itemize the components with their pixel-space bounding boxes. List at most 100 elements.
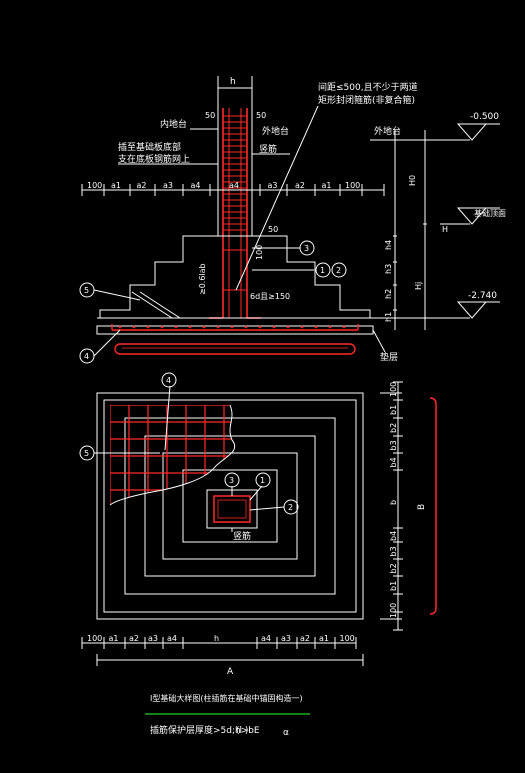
b-dim-label: b4 — [389, 457, 398, 467]
note-top-leader — [235, 105, 319, 291]
cover-right-text: 50 — [256, 111, 266, 120]
callout-number: 5 — [84, 449, 89, 458]
callout-number: 1 — [260, 476, 265, 485]
H-text: H — [442, 225, 448, 234]
plan-dim-label: a3 — [148, 634, 158, 643]
outer-ground-label: 外地台 — [262, 125, 289, 137]
dim-100-text: 100 — [255, 245, 264, 260]
mesh-bar-dot — [174, 325, 178, 329]
A-text: A — [227, 667, 234, 677]
mesh-bar-dot — [132, 325, 136, 329]
b-dim-label: b4 — [389, 531, 398, 541]
plan-dim-label: a2 — [300, 634, 310, 643]
pedestal-dim-label: a2 — [137, 181, 147, 190]
plan-dim-label: 100 — [87, 634, 102, 643]
B-text: B — [417, 504, 427, 510]
pedestal-dim-label: 100 — [345, 181, 360, 190]
note-top-line1: 间距≤500,且不少于两道 — [318, 81, 418, 93]
mesh-bar-dot — [328, 325, 332, 329]
callout-number: 4 — [166, 376, 171, 385]
b-dim-label: 100 — [389, 382, 398, 397]
b-dim-label: b — [389, 500, 398, 505]
callout-number: 5 — [84, 286, 89, 295]
callout-circle — [255, 472, 271, 488]
note-left-line2: 支在底板钢筋网上 — [118, 153, 190, 165]
cutaway-break-line — [109, 404, 236, 506]
Hj-text: Hj — [414, 282, 423, 290]
mesh-bar-dot — [188, 325, 192, 329]
plan-outer-edge — [96, 392, 364, 620]
pedestal-dim-label: a3 — [163, 181, 173, 190]
bend-length-text: 6d且≥150 — [250, 292, 290, 301]
edge-bar-label: 竖筋 — [259, 143, 277, 155]
h-dim-text: h — [230, 77, 236, 87]
pedestal-dim-label: a2 — [295, 181, 305, 190]
plan-dim-label: 100 — [340, 634, 355, 643]
cushion-label: 垫层 — [380, 351, 398, 363]
callout4-leader — [93, 329, 121, 357]
plan-callout2-leader — [249, 506, 285, 511]
cushion-leader — [372, 329, 386, 353]
callout-circle — [315, 262, 331, 278]
mesh-bar-dot — [118, 325, 122, 329]
mesh-bar-dot — [258, 325, 262, 329]
column-stirrups — [223, 115, 247, 291]
note-top-line2: 矩形封闭箍筋(非复合箍) — [318, 94, 415, 106]
foundation-outline — [99, 235, 371, 318]
elev-top-text: -0.500 — [470, 112, 499, 122]
mesh-bar-dot — [244, 325, 248, 329]
plan-center-label: 竖筋 — [233, 530, 251, 542]
plan-step-4 — [162, 452, 298, 560]
plan-step-5 — [182, 469, 278, 543]
elevation-dims — [370, 123, 500, 330]
plan-dim-label: a2 — [129, 634, 139, 643]
elev-bottom-text: -2.740 — [468, 291, 497, 301]
H0-text: H0 — [408, 175, 417, 186]
b-dim-label: b3 — [389, 440, 398, 450]
callout-circle — [161, 372, 177, 388]
plan-dim-label: a1 — [319, 634, 329, 643]
pedestal-dim-label: a1 — [111, 181, 121, 190]
b-total-red-mark — [429, 397, 437, 615]
plan-callout1-leader — [249, 485, 263, 501]
mesh-bar-dot — [202, 325, 206, 329]
callout5-leader — [93, 289, 141, 301]
anchor-length-text: ≥0.6lab — [198, 263, 207, 295]
plan-step-2 — [124, 417, 336, 595]
cover-50-text: 50 — [268, 225, 278, 234]
bar5-line-b — [131, 291, 173, 319]
plan-step-3 — [144, 435, 316, 577]
plan-dim-label: a3 — [281, 634, 291, 643]
mesh-bar-dot — [286, 325, 290, 329]
callout-number: 2 — [288, 503, 293, 512]
callout-circle — [331, 262, 347, 278]
mesh-bar-dot — [216, 325, 220, 329]
plan-dim-label: a4 — [261, 634, 271, 643]
caption-formula-prefix: 插筋保护层厚度>5d;h>l — [150, 724, 251, 736]
caption-formula-sub: (l )oE — [236, 726, 260, 736]
caption-title: I型基础大样图(柱插筋在基础中锚固构造一) — [150, 693, 303, 703]
b-dim-label: b1 — [389, 405, 398, 415]
plan-dim-label: a1 — [109, 634, 119, 643]
bar5-line-a — [139, 291, 181, 319]
caption-formula-suffix: α — [283, 728, 289, 738]
mesh-cutaway — [110, 405, 235, 505]
plan-step-1 — [103, 399, 357, 613]
callout-number: 1 — [320, 266, 325, 275]
mesh-bar-dot — [230, 325, 234, 329]
pedestal-dim-label: a4 — [191, 181, 201, 190]
b-dim-label: b2 — [389, 563, 398, 573]
plan-dim-label: a4 — [167, 634, 177, 643]
pedestal-dim-label: a3 — [268, 181, 278, 190]
b-dim-label: 100 — [389, 603, 398, 618]
pedestal-dim-label: a1 — [322, 181, 332, 190]
h1-text: h1 — [384, 312, 393, 322]
mesh-bar-dot — [146, 325, 150, 329]
caption: I型基础大样图(柱插筋在基础中锚固构造一) 插筋保护层厚度>5d;h>l (l … — [145, 693, 310, 738]
outer-ground-elev-label: 外地台 — [374, 125, 401, 137]
